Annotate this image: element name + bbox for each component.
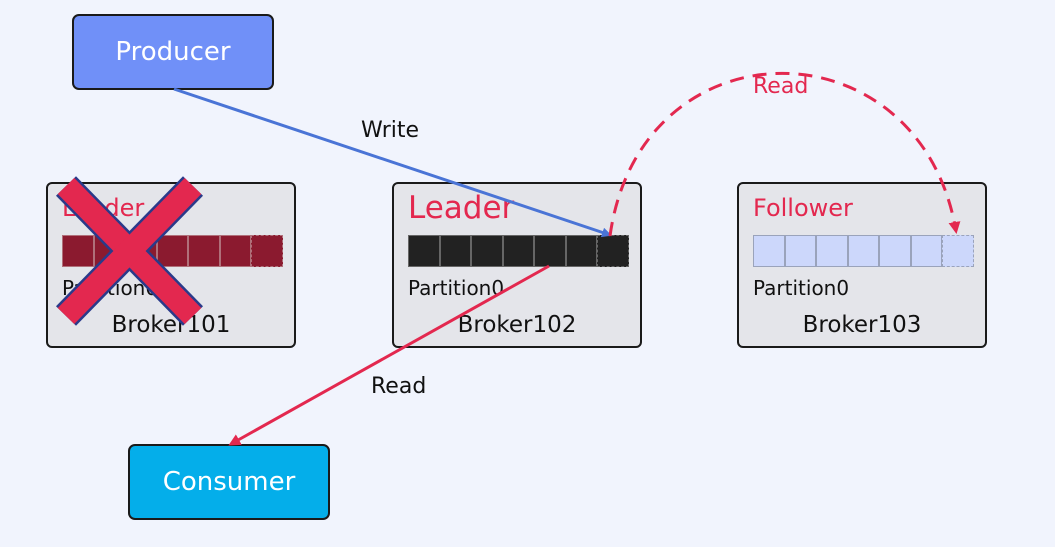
broker-102: Leader Partition0 Broker102: [392, 182, 642, 348]
log-segment: [534, 235, 566, 267]
log-segment: [847, 235, 879, 267]
broker-102-log: [408, 235, 629, 267]
producer-label: Producer: [115, 37, 231, 67]
log-segment: [439, 235, 471, 267]
log-segment: [219, 235, 251, 267]
log-segment: [565, 235, 597, 267]
log-segment-new: [251, 235, 283, 267]
broker-101-name: Broker101: [111, 312, 231, 338]
consumer-label: Consumer: [162, 467, 296, 497]
log-segment: [879, 235, 911, 267]
broker-103: Follower Partition0 Broker103: [737, 182, 987, 348]
write-arrow: [173, 87, 612, 238]
log-segment: [753, 235, 785, 267]
consumer-node: Consumer: [128, 444, 330, 520]
log-segment: [910, 235, 942, 267]
consumer-read-label: Read: [371, 374, 427, 399]
broker-102-name: Broker102: [457, 312, 577, 338]
broker-102-partition: Partition0: [408, 276, 505, 300]
broker-103-role: Follower: [753, 194, 853, 222]
log-segment: [471, 235, 503, 267]
log-segment: [188, 235, 220, 267]
log-segment: [408, 235, 440, 267]
log-segment-new: [942, 235, 974, 267]
log-segment: [62, 235, 94, 267]
broker-103-partition: Partition0: [753, 276, 850, 300]
log-segment: [502, 235, 534, 267]
failed-cross-icon: [55, 176, 204, 326]
replica-read-arrow: [608, 72, 961, 237]
log-segment: [784, 235, 816, 267]
producer-node: Producer: [72, 14, 274, 90]
consumer-read-arrow: [228, 264, 550, 446]
broker-103-log: [753, 235, 974, 267]
log-segment-new: [597, 235, 629, 267]
write-arrow-label: Write: [361, 118, 420, 143]
log-segment: [816, 235, 848, 267]
replica-read-label: Read: [753, 74, 809, 99]
log-segment: [156, 235, 188, 267]
broker-103-name: Broker103: [802, 312, 922, 338]
